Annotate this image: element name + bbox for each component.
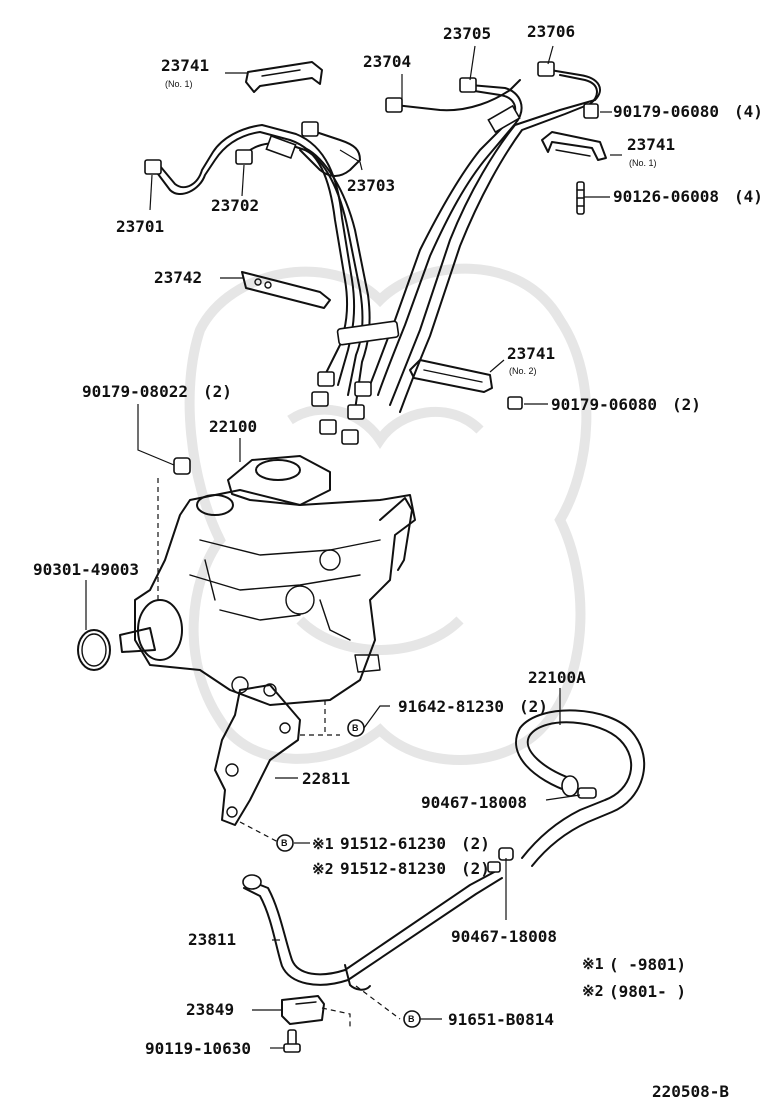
fuel-pipe-23811 [242, 861, 503, 1020]
part-number-90467-18008-upper: 90467-18008 [421, 793, 527, 812]
part-note-23741-no1-top: (No. 1) [165, 79, 193, 89]
part-number-23742: 23742 [154, 268, 203, 287]
part-number-23849: 23849 [186, 1000, 235, 1019]
part-qty-91512-81230: (2) [461, 859, 490, 878]
part-number-23701: 23701 [116, 217, 165, 236]
nut-90179-06080-top [583, 103, 599, 119]
injection-pipes-group [144, 61, 601, 445]
part-number-23705: 23705 [443, 24, 492, 43]
part-number-23704: 23704 [363, 52, 412, 71]
nut-90179-08022 [157, 457, 191, 600]
part-number-23741-no1-right: 23741 [627, 135, 676, 154]
part-number-22100A: 22100A [528, 668, 586, 687]
part-number-22811: 22811 [302, 769, 351, 788]
part-number-22100: 22100 [209, 417, 258, 436]
part-qty-90179-06080-top: (4) [734, 102, 760, 121]
part-number-90467-18008-lower: 90467-18008 [451, 927, 557, 946]
injection-pump-22100 [119, 455, 416, 706]
part-qty-91642-81230: (2) [519, 697, 548, 716]
part-number-90126-06008: 90126-06008 [613, 187, 719, 206]
part-qty-90126-06008: (4) [734, 187, 760, 206]
watermark-emblem [184, 263, 592, 765]
clamp-23741-no1-right [541, 131, 607, 161]
mark-91512-81230: ※2 [312, 860, 334, 878]
part-number-23706: 23706 [527, 22, 576, 41]
diagram-code: 220508-B [652, 1082, 730, 1101]
stud-90126-06008 [576, 181, 585, 215]
part-number-23702: 23702 [211, 196, 260, 215]
clamp-23741-no2 [409, 359, 493, 393]
bracket-22811 [214, 684, 340, 844]
o-ring-90301-49003 [77, 629, 111, 671]
part-number-91651-B0814: 91651-B0814 [448, 1010, 554, 1029]
part-number-90119-10630: 90119-10630 [145, 1039, 251, 1058]
footnote-mark-2: ※2 [582, 982, 604, 1000]
mark-91512-61230: ※1 [312, 835, 334, 853]
part-number-90301-49003: 90301-49003 [33, 560, 139, 579]
part-number-90179-08022: 90179-08022 [82, 382, 188, 401]
part-number-23741-no1-top: 23741 [161, 56, 210, 75]
bolt-glyph-1: B [352, 723, 359, 733]
bracket-23849 [281, 995, 351, 1028]
part-number-91512-61230: 91512-61230 [340, 834, 446, 853]
part-number-91642-81230: 91642-81230 [398, 697, 504, 716]
bolt-symbols [276, 719, 421, 1028]
bolt-glyph-2: B [281, 838, 288, 848]
part-number-91512-81230: 91512-81230 [340, 859, 446, 878]
part-qty-90179-08022: (2) [203, 382, 232, 401]
clamp-23742 [241, 271, 331, 309]
leader-lines [85, 45, 622, 1049]
part-note-23741-no2: (No. 2) [509, 366, 537, 376]
part-note-23741-no1-right: (No. 1) [629, 158, 657, 168]
footnote-text-2: (9801- ) [609, 982, 687, 1001]
hose-22100A [498, 709, 646, 867]
part-number-23811: 23811 [188, 930, 237, 949]
clamp-23741-no1-top [245, 61, 323, 93]
footnote-mark-1: ※1 [582, 955, 604, 973]
part-number-90179-06080-lower: 90179-06080 [551, 395, 657, 414]
footnote-text-1: ( -9801) [609, 955, 687, 974]
nut-90179-06080-lower [507, 396, 523, 410]
bolt-90119-10630 [283, 1029, 301, 1053]
part-number-23741-no2: 23741 [507, 344, 556, 363]
part-qty-91512-61230: (2) [461, 834, 490, 853]
part-qty-90179-06080-lower: (2) [672, 395, 701, 414]
part-number-23703: 23703 [347, 176, 396, 195]
part-number-90179-06080-top: 90179-06080 [613, 102, 719, 121]
bolt-glyph-3: B [408, 1014, 415, 1024]
